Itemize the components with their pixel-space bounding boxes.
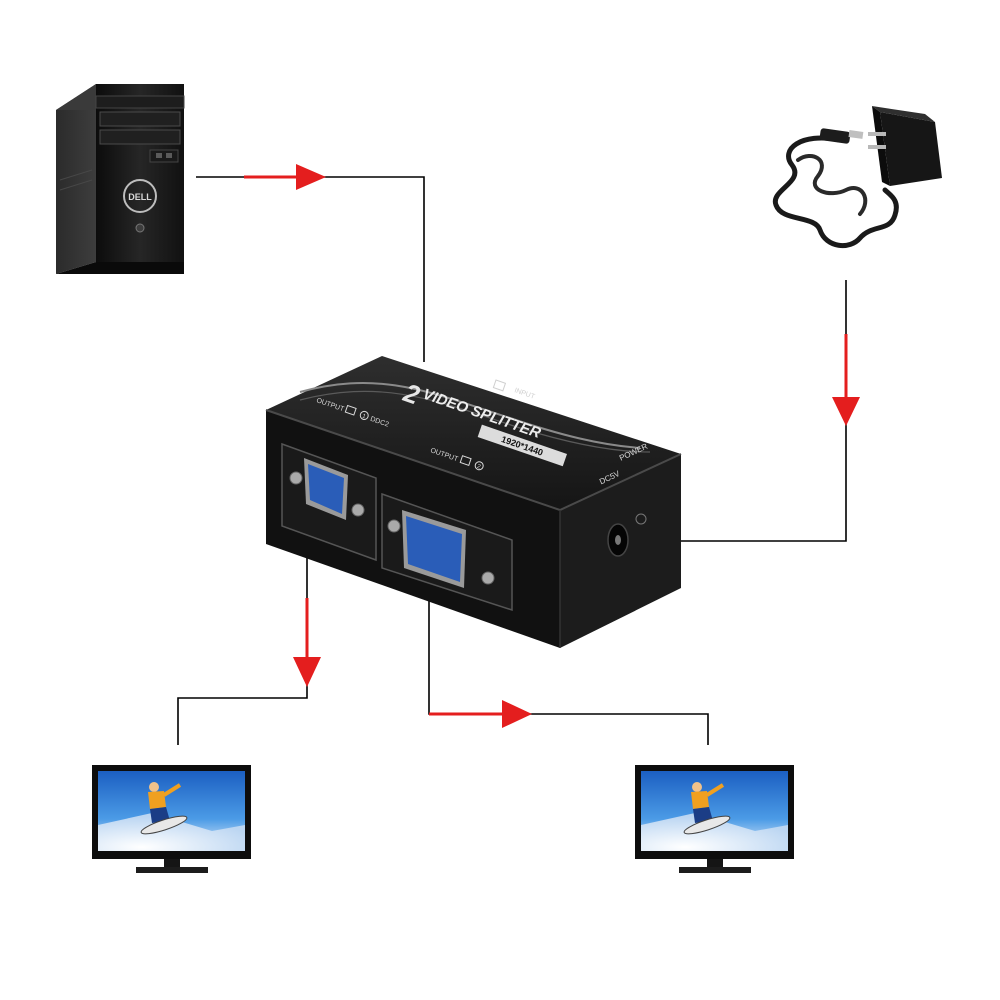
- dell-logo: [123, 179, 157, 213]
- signal-arrows: [244, 164, 860, 728]
- output1-monitor-icon: [344, 404, 357, 416]
- vga-output-port-1: [281, 442, 377, 562]
- splitter-top: [266, 356, 681, 510]
- output1-index: 1: [361, 413, 367, 420]
- monitor-icon: [635, 765, 794, 873]
- arrow-down-icon: [832, 334, 860, 426]
- snowboarder-icon: [683, 782, 731, 835]
- input-monitor-icon: [492, 379, 507, 392]
- pc-brand: DELL: [128, 192, 152, 202]
- monitor-icon: [92, 765, 251, 873]
- arrow-down-icon: [293, 598, 321, 687]
- output2-index: 2: [476, 464, 482, 471]
- output2-monitor-icon: [459, 455, 472, 466]
- pc-to-splitter-wire: [196, 176, 425, 362]
- input-label: INPUT: [513, 387, 536, 401]
- snowboarder-icon: [140, 782, 188, 835]
- power-adapter-icon: [772, 106, 942, 248]
- arrow-right-icon: [429, 700, 532, 728]
- vga-splitter-icon: 2 VIDEO SPLITTER 1920*1440 INPUT OUTPUT …: [265, 356, 682, 648]
- vga-output-port-2: [381, 492, 513, 612]
- dc-power-jack: [607, 513, 647, 557]
- resolution-badge: [477, 424, 568, 467]
- power-button-icon: [135, 223, 145, 233]
- desktop-tower-icon: DELL: [56, 84, 185, 274]
- arrow-right-icon: [244, 164, 326, 190]
- output2-to-monitor2-wire: [428, 572, 709, 745]
